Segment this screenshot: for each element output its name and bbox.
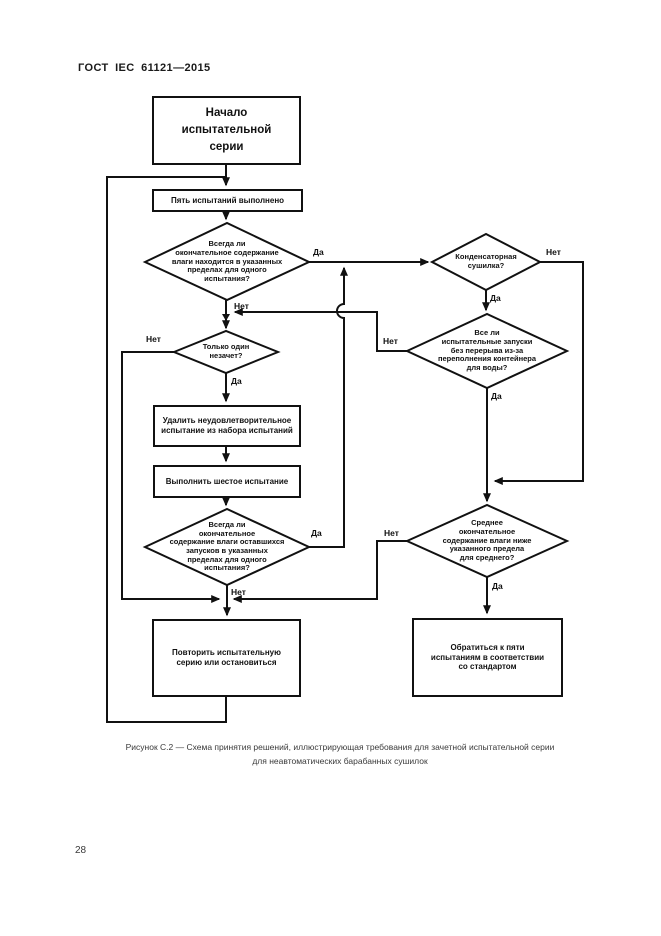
diamond-runs-no-interruption [404,312,570,390]
branch-d4-no: Нет [384,528,399,538]
branch-d6-yes: Да [231,376,242,386]
label-only-one-fail: Только один незачет? [202,342,250,360]
branch-d6-no: Нет [146,334,161,344]
node-sixth-test: Выполнить шестое испытание [153,465,301,498]
label-condenser-dryer: Конденсаторная сушилка? [455,252,517,270]
branch-d5-no: Нет [231,587,246,597]
diamond-condenser-dryer [429,232,543,292]
diamond-average-below-limit [404,503,570,579]
branch-d2-yes: Да [490,293,501,303]
decision-diamonds [142,221,570,587]
edge-d4-no [232,540,407,603]
diamond-only-one-fail [171,329,281,375]
branch-d2-no: Нет [546,247,561,257]
connector-lines [106,165,584,723]
page-number: 28 [75,845,87,856]
branch-d5-yes: Да [311,528,322,538]
figure-caption-line1: Рисунок С.2 — Схема принятия решений, ил… [125,742,555,752]
node-remove-test: Удалить неудовлетворительное испытание и… [153,405,301,447]
node-repeat-series: Повторить испытательную серию или остано… [152,619,301,697]
branch-d3-yes: Да [491,391,502,401]
branch-d3-no: Нет [383,336,398,346]
edge-d6-no [121,351,221,603]
merge-down-arrowhead [222,314,230,321]
page-header: ГОСТ IEC 61121—2015 [78,62,211,74]
diamond-final-within-limits [142,221,312,302]
edge-d2-no [493,261,584,485]
label-remaining-within-limits: Всегда ли окончательное содержание влаги… [169,520,285,573]
node-refer-five-tests: Обратиться к пяти испытаниям в соответст… [412,618,563,697]
figure-caption: Рисунок С.2 — Схема принятия решений, ил… [50,741,630,768]
branch-d4-yes: Да [492,581,503,591]
node-start: Начало испытательной серии [152,96,301,165]
label-average-below-limit: Среднее окончательное содержание влаги н… [442,518,532,562]
label-final-within-limits: Всегда ли окончательное содержание влаги… [171,239,283,283]
label-runs-no-interruption: Все ли испытательные запуски без перерыв… [437,328,537,372]
figure-caption-line2: для неавтоматических барабанных сушилок [252,755,428,766]
branch-d1-yes: Да [313,247,324,257]
branch-d1-no: Нет [234,301,249,311]
edge-d5-yes-up [307,266,348,548]
edge-d3-no-merge [233,308,407,352]
node-five-tests: Пять испытаний выполнено [152,189,303,212]
edge-repeat-loop [106,176,227,723]
diamond-remaining-within-limits [142,507,312,587]
